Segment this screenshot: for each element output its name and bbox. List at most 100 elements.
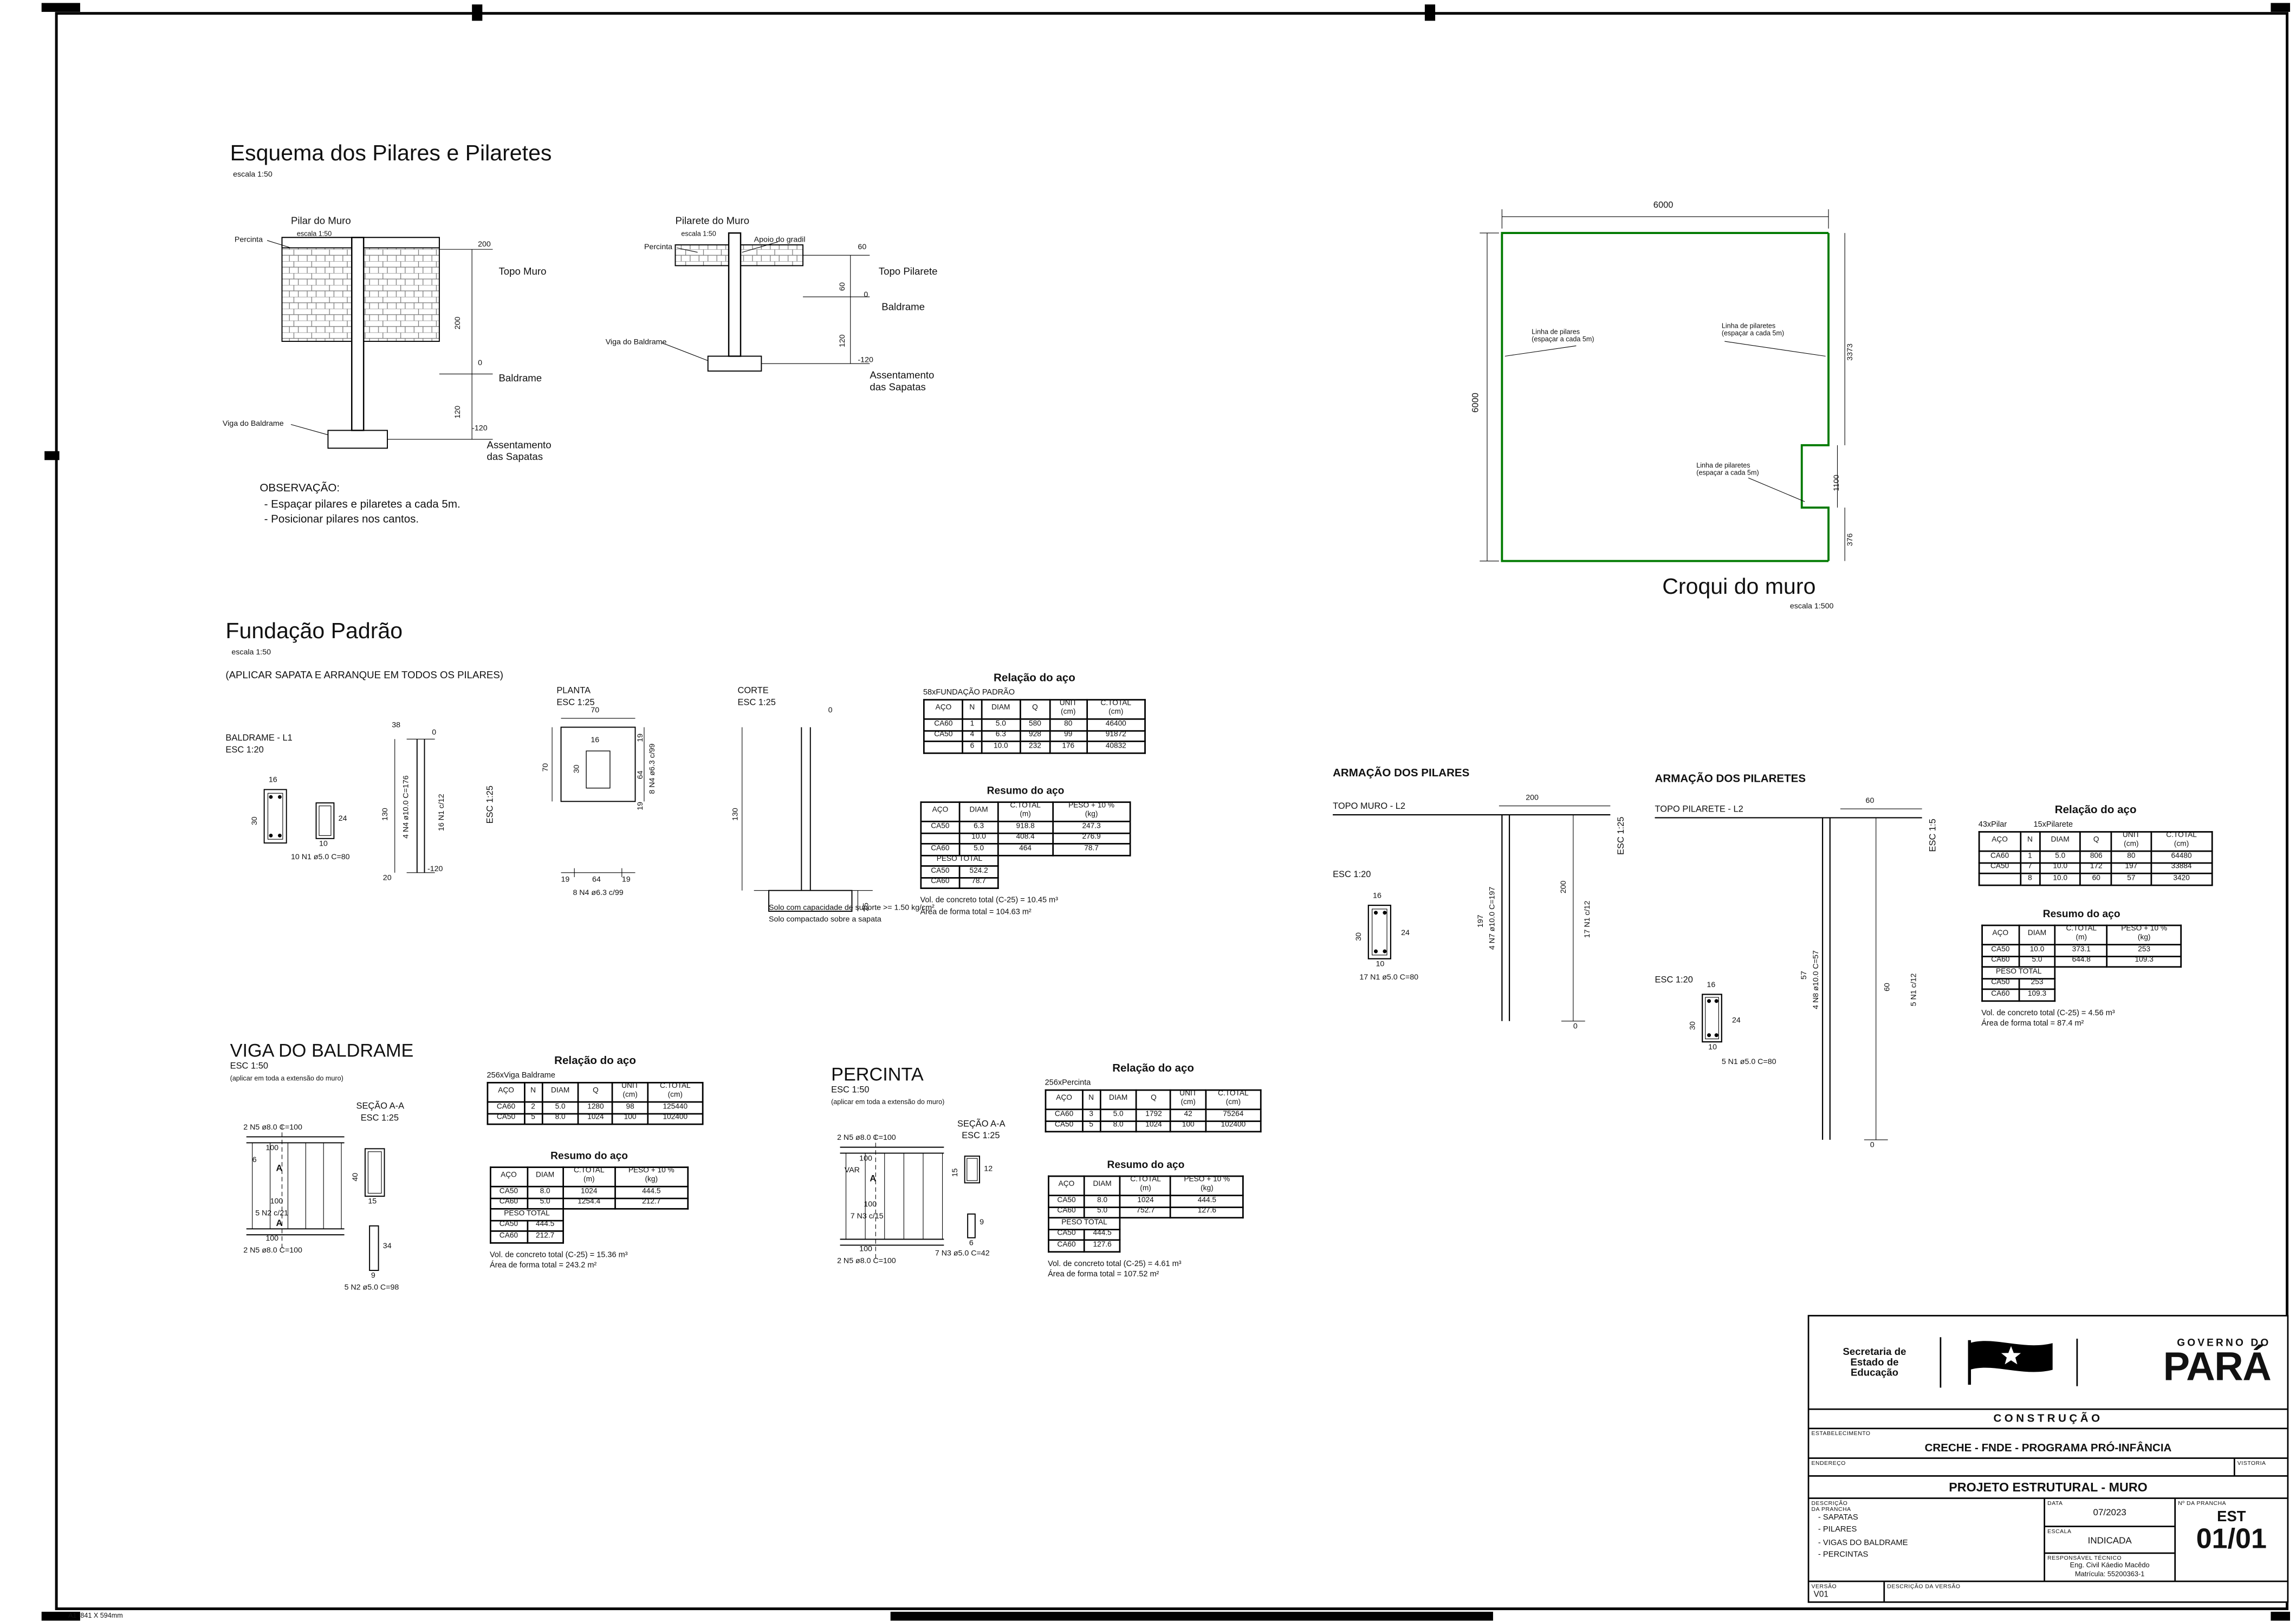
armacao-pilaretes-label: TOPO PILARETE - L2 xyxy=(1655,806,1743,815)
table-title: Resumo do aço xyxy=(1107,1160,1185,1171)
fundacao-label: 130 xyxy=(731,808,741,821)
project-title: PROJETO ESTRUTURAL - MURO xyxy=(1809,1475,2287,1497)
percinta-linework xyxy=(840,1135,981,1260)
armacao-pilares-label: ARMAÇÃO DOS PILARES xyxy=(1333,765,1470,780)
armacao-pilaretes-label: 16 xyxy=(1707,981,1716,990)
armacao-pilares-label: TOPO MURO - L2 xyxy=(1333,803,1406,812)
viga-baldrame-label: 5 N2 ø5.0 C=98 xyxy=(344,1283,399,1293)
fundacao-label: ESC 1:25 xyxy=(556,699,595,708)
table-row: PESO TOTAL xyxy=(1981,966,2181,979)
table-header-cell: C.TOTAL (cm) xyxy=(1205,1089,1262,1111)
armacao-pilaretes-label: 10 xyxy=(1708,1043,1717,1053)
viga-baldrame-label: 100 xyxy=(265,1144,279,1153)
esquema-label: Percinta xyxy=(234,236,263,245)
viga-baldrame-label: A xyxy=(276,1165,283,1174)
data-label: DATA xyxy=(2047,1500,2063,1507)
table-header-cell: UNIT (cm) xyxy=(1049,699,1088,721)
estabelecimento-value: CRECHE - FNDE - PROGRAMA PRÓ-INFÂNCIA xyxy=(1924,1441,2172,1455)
croqui-label: Linha de pilaretes (espaçar a cada 5m) xyxy=(1696,461,1759,477)
table-title: Resumo do aço xyxy=(550,1151,628,1163)
esquema-label: escala 1:50 xyxy=(681,230,716,238)
fundacao-label: BALDRAME - L1 xyxy=(225,735,293,744)
table-row: PESO TOTAL xyxy=(920,854,1130,867)
endereco-label: ENDEREÇO xyxy=(1811,1460,1846,1467)
percinta-label: ESC 1:50 xyxy=(831,1086,870,1095)
viga-baldrame-label: 2 N5 ø8.0 C=100 xyxy=(243,1247,302,1256)
armacao-pilares-label: ESC 1:25 xyxy=(1618,816,1627,855)
fundacao-label: Fundação Padrão xyxy=(225,619,403,644)
esquema-label: Baldrame xyxy=(498,374,542,385)
table-title: Relação do aço xyxy=(554,1054,636,1067)
fundacao-label: 24 xyxy=(338,814,347,824)
esquema-label: 120 xyxy=(838,334,848,348)
table-row: PESO TOTAL xyxy=(490,1208,687,1222)
fundacao-label: 10 xyxy=(319,840,328,849)
armacao-pilares-label: 24 xyxy=(1401,929,1410,938)
construcao-banner: CONSTRUÇÃO xyxy=(1809,1408,2287,1428)
sheet-number-value: 01/01 xyxy=(2196,1524,2267,1555)
armacao-pilares-label: 4 N7 ø10.0 C=197 xyxy=(1488,886,1498,950)
table-header-cell: C.TOTAL (m) xyxy=(2054,924,2109,946)
table-header-cell: AÇO xyxy=(487,1082,526,1104)
table-title: Relação do aço xyxy=(994,671,1075,684)
table-header-cell: C.TOTAL (m) xyxy=(562,1166,616,1188)
fundacao-label: 8 N4 ø6.3 c/99 xyxy=(648,743,658,794)
table-header-cell: C.TOTAL (m) xyxy=(997,801,1054,823)
table-header-cell: AÇO xyxy=(1978,831,2021,853)
percinta-label: 100 xyxy=(859,1154,872,1164)
armacao-pilares-label: 200 xyxy=(1526,794,1539,803)
esquema-label: 0 xyxy=(864,290,868,300)
para-text: PARÁ xyxy=(2163,1345,2272,1390)
fundacao-label: 130 xyxy=(381,808,391,821)
esquema-label: 120 xyxy=(454,405,463,419)
armacao-pilaretes-label: 30 xyxy=(1689,1021,1698,1030)
table-header-cell: N xyxy=(962,699,982,721)
armacao-pilares-label: 17 N1 ø5.0 C=80 xyxy=(1359,974,1419,983)
viga-baldrame-label: 100 xyxy=(270,1197,283,1207)
esquema-label: Esquema dos Pilares e Pilaretes xyxy=(230,141,552,166)
table-subtitle: 256xViga Baldrame xyxy=(487,1071,555,1081)
fundacao-label: -120 xyxy=(427,865,443,874)
table-header-cell: AÇO xyxy=(1981,924,2020,946)
table-header-cell: UNIT (cm) xyxy=(1170,1089,1207,1111)
esquema-label: - Posicionar pilares nos cantos. xyxy=(264,512,419,525)
percinta-label: VAR xyxy=(844,1166,860,1176)
data-value: 07/2023 xyxy=(2093,1508,2126,1519)
armacao-pilaretes-label: 0 xyxy=(1870,1141,1875,1151)
fundacao-label: 16 xyxy=(268,776,277,786)
viga-baldrame-label: 6 xyxy=(252,1156,257,1165)
percinta-label: 6 xyxy=(969,1239,974,1248)
esquema-label: Assentamento das Sapatas xyxy=(487,440,552,463)
para-flag-logo xyxy=(1940,1337,2077,1388)
sheet-number-cell: Nº DA PRANCHA EST 01/01 xyxy=(2174,1498,2287,1581)
fundacao-label: 4 N4 ø10.0 C=176 xyxy=(402,775,411,839)
percinta-label: 2 N5 ø8.0 C=100 xyxy=(837,1257,896,1266)
pilar-do-muro-drawing xyxy=(267,237,493,449)
formwork-area-note: Área de forma total = 104.63 m² xyxy=(920,908,1032,917)
viga-baldrame-label: A xyxy=(276,1219,283,1229)
esquema-label: 0 xyxy=(478,359,483,368)
table-header-cell: N xyxy=(2019,831,2041,853)
armacao-pilares-label: 16 xyxy=(1373,892,1382,901)
list-item: - VIGAS DO BALDRAME xyxy=(1818,1539,1908,1548)
descricao-versao-label: DESCRIÇÃO DA VERSÃO xyxy=(1887,1584,1961,1590)
fundacao-label: 16 xyxy=(591,736,600,745)
armacao-pilaretes-label: 4 N8 ø10.0 C=57 xyxy=(1812,950,1821,1009)
table-subtitle: 43xPilar xyxy=(1978,820,2007,830)
table-title: Relação do aço xyxy=(2054,803,2137,816)
list-item: - PILARES xyxy=(1818,1526,1857,1535)
croqui-label: 6000 xyxy=(1472,392,1482,413)
